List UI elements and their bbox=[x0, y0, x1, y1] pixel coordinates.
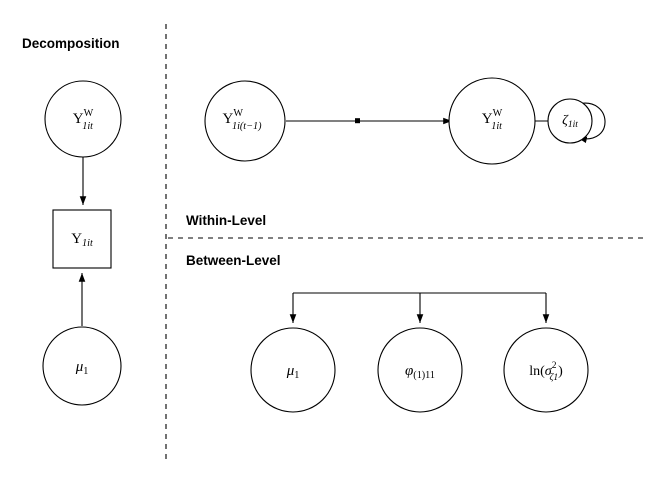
label-random-phi: φ(1)11 bbox=[405, 363, 435, 381]
node-random-log-variance[interactable] bbox=[503, 327, 589, 413]
node-lagged-latent[interactable] bbox=[204, 80, 286, 162]
panel-title-within-level: Within-Level bbox=[186, 213, 266, 228]
panel-title-decomposition: Decomposition bbox=[22, 36, 120, 51]
label-residual: ζ1it bbox=[562, 113, 578, 130]
panel-title-between-level: Between-Level bbox=[186, 253, 281, 268]
node-random-phi[interactable] bbox=[377, 327, 463, 413]
label-observed-indicator: Y1it bbox=[71, 231, 94, 249]
node-observed-indicator[interactable] bbox=[52, 209, 112, 269]
label-random-mean: μ1 bbox=[286, 363, 300, 381]
autoregressive-path-marker bbox=[355, 118, 360, 124]
residual-variance-self-loop bbox=[568, 102, 606, 144]
node-residual[interactable] bbox=[547, 98, 593, 144]
node-latent-within-decomposition[interactable] bbox=[44, 80, 122, 158]
node-current-latent[interactable] bbox=[448, 77, 536, 165]
node-random-mean[interactable] bbox=[250, 327, 336, 413]
node-mean-decomposition[interactable] bbox=[42, 326, 122, 406]
label-mean-decomposition: μ1 bbox=[75, 359, 89, 377]
